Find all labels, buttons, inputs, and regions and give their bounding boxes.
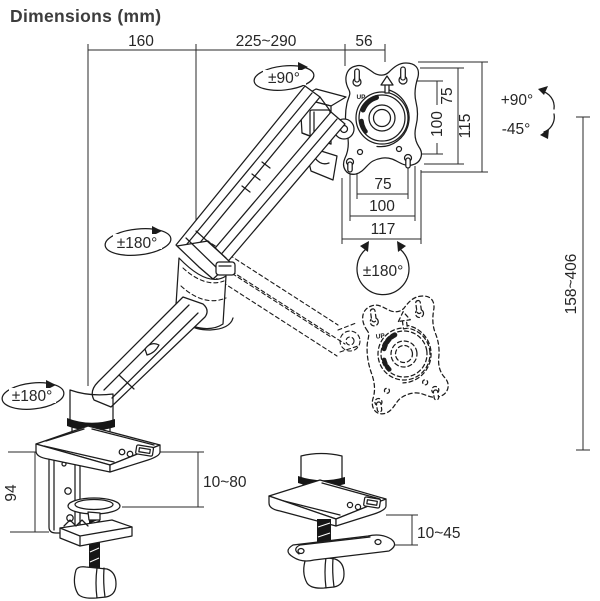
audio-port-2 — [126, 450, 134, 458]
dim-clamp-range: 10~80 — [203, 474, 247, 491]
desk-clamp — [48, 455, 133, 599]
dim-clamp-height: 94 — [3, 484, 20, 502]
grommet-usb-port — [363, 496, 382, 509]
tilt-up-label: +90° — [501, 92, 534, 109]
dim-vesa-v-100: 100 — [429, 111, 446, 137]
rotation-base-swivel-label: ±180° — [12, 388, 53, 405]
dim-225-290: 225~290 — [236, 33, 297, 50]
riser-column — [67, 389, 115, 434]
grommet-mount-variant — [268, 452, 396, 589]
dim-height-range: 158~406 — [563, 254, 580, 315]
clamp-screw-rod — [89, 516, 100, 572]
dim-vesa-h-117: 117 — [371, 221, 396, 238]
dim-grommet-range: 10~45 — [417, 525, 461, 542]
dim-vesa-h-100: 100 — [369, 198, 395, 215]
tilt-down-arrow — [540, 129, 549, 139]
rotation-collar — [67, 418, 115, 431]
arm-swivel-arrow — [152, 226, 162, 236]
usb-port — [135, 444, 155, 457]
ghost-arm-position — [196, 239, 361, 357]
dim-vesa-h-75: 75 — [374, 176, 391, 193]
ghost-vesa-plate — [358, 294, 451, 415]
base-swivel-ellipse — [1, 382, 65, 410]
dim-160: 160 — [128, 33, 154, 50]
lower-arm — [91, 296, 208, 408]
cable-clip — [215, 261, 236, 276]
rotation-vesa-label: ±180° — [363, 263, 404, 280]
clamp-knob — [73, 566, 117, 599]
dim-vesa-v-115: 115 — [457, 114, 474, 139]
tilt-up-arrow — [538, 86, 548, 95]
tilt-down-label: -45° — [502, 121, 531, 138]
dim-56: 56 — [355, 33, 372, 50]
rotation-annotations — [1, 62, 555, 410]
rotation-head-swivel-label: ±90° — [268, 70, 300, 87]
desk-base — [35, 425, 161, 473]
base-swivel-arrow — [46, 380, 56, 390]
dim-vesa-v-75: 75 — [439, 87, 456, 104]
upper-arm — [175, 85, 346, 280]
grommet-plate — [287, 534, 396, 562]
vesa-plate — [344, 63, 422, 174]
grommet-pole — [300, 452, 343, 479]
grommet-plate-hole-right — [374, 538, 382, 546]
head-swivel-ellipse — [253, 65, 315, 91]
page-title: Dimensions (mm) — [10, 6, 162, 26]
tilt-down-arc — [543, 113, 555, 133]
grommet-plate-hole-left — [297, 547, 305, 555]
arm-swivel-ellipse — [104, 227, 172, 257]
head-swivel-arrow — [298, 62, 308, 72]
audio-port — [118, 448, 126, 456]
dimension-labels: 160 225~290 56 75 100 115 75 100 117 158… — [3, 33, 580, 542]
vesa-rotation-arrow-right — [397, 241, 406, 252]
vesa-rotation-arrow-left — [360, 241, 369, 252]
vesa-rotation-circle — [356, 248, 410, 296]
rotation-arm-swivel-label: ±180° — [117, 235, 158, 252]
